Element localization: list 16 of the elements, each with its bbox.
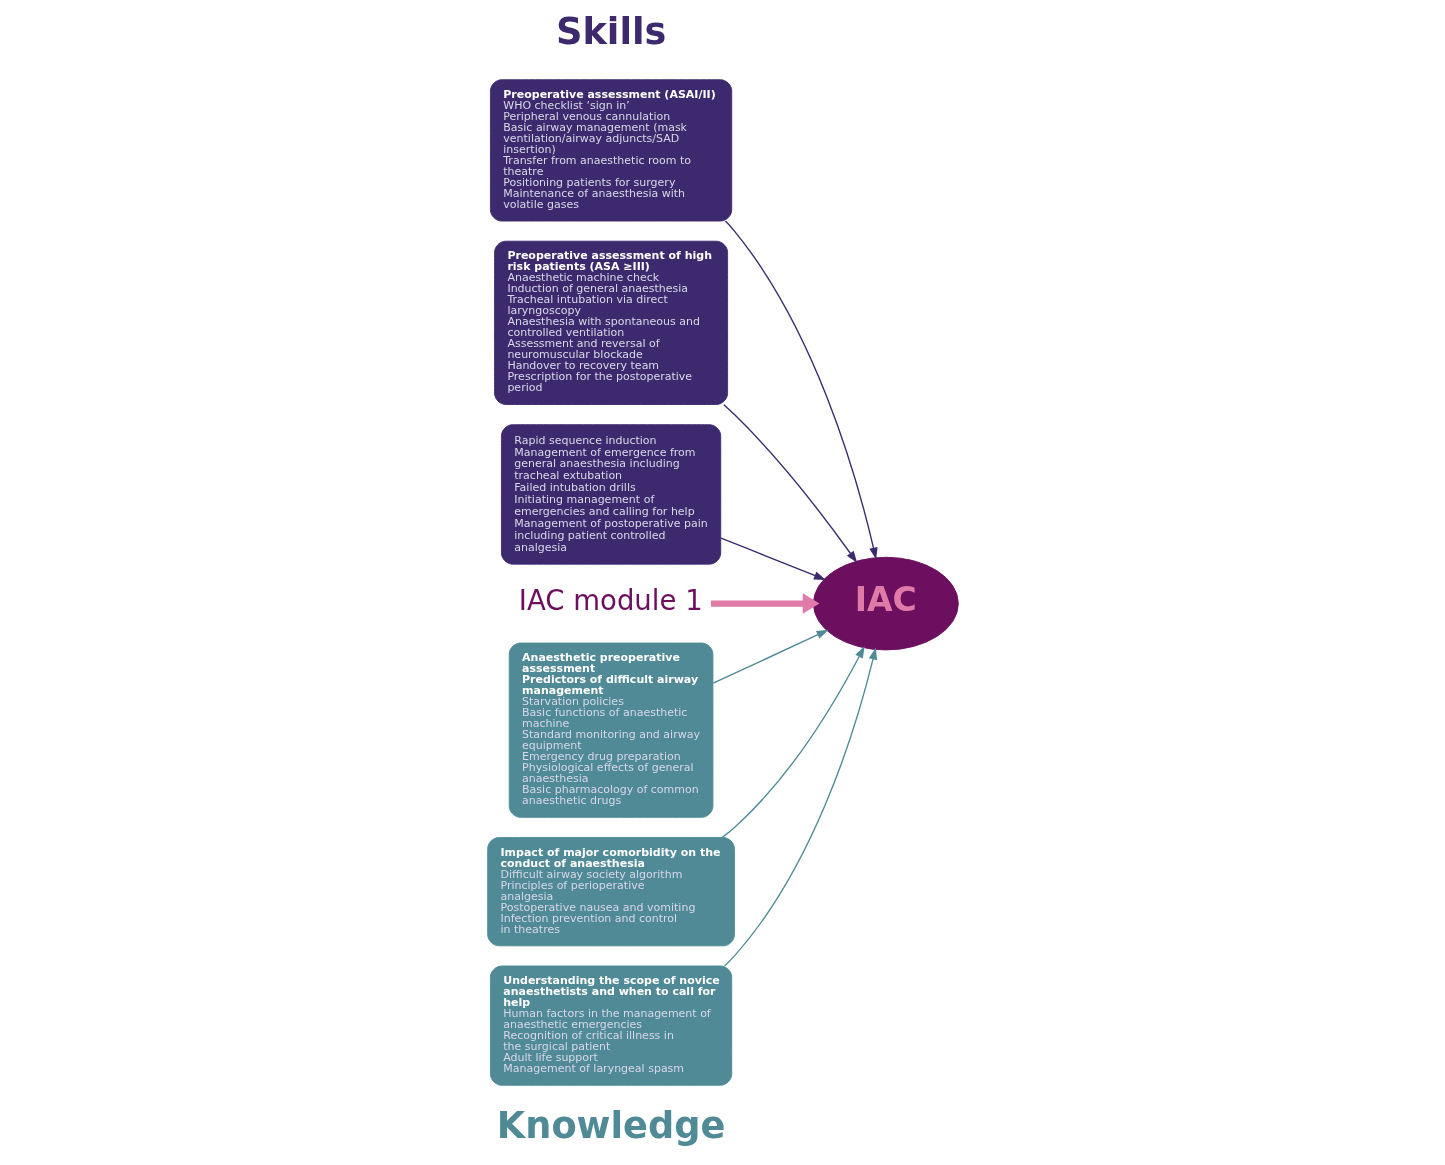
node-box: Impact of major comorbidity on the conduct of anaesthesia Difficult airway society algorithm Principles of perioperative analgesia Postoperative nausea and vomiting Infection prevention and control in theatres — [486, 837, 735, 947]
label: Knowledge — [496, 1103, 725, 1147]
arrow — [722, 404, 857, 563]
node-box: Anaesthetic preoperative assessment Predictors of difficult airway management Starvation policies Basic functions of anaesthetic machine Standard monitoring and airway equipment Emergency drug preparation Physiological effects of general anaesthesia Basic pharmacology of common anaesthetic drugs — [508, 642, 713, 818]
node-box: Understanding the scope of novice anaesthetists and when to call for help Human factors in the management of anaesthetic emergencies Recognition of critical illness in the surgical patient Adult life support Management of laryngeal spasm — [489, 965, 732, 1086]
node-box: Rapid sequence induction Management of emergence from general anaesthesia including tracheal extubation Failed intubation drills Initiating management of emergencies and calling for help Management of postoperative pain including patient controlled analgesia — [500, 424, 721, 565]
node-box: Preoperative assessment of high risk patients (ASA ≥III) Anaesthetic machine check Induction of general anaesthesia Tracheal intubation via direct laryngoscopy Anaesthesia with spontaneous and controlled ventilation Assessment and reversal of neuromuscular blockade Handover to recovery team Prescription for the postoperative period — [493, 240, 728, 405]
arrow — [724, 220, 878, 560]
arrow — [719, 537, 826, 580]
node-box: Preoperative assessment (ASAI/II) WHO checklist ‘sign in’ Peripheral venous cannulation Basic airway management (mask ventilation/airway adjuncts/SAD insertion) Transfer from anaesthetic room to theatre Positioning patients for surgery Maintenance of anaesthesia with volatile gases — [489, 79, 732, 222]
label: Skills — [555, 9, 666, 53]
arrow — [723, 647, 877, 967]
node-text: IAC module 1 — [518, 584, 703, 617]
arrow — [712, 629, 829, 684]
arrow — [721, 646, 865, 839]
arrow — [710, 593, 819, 614]
